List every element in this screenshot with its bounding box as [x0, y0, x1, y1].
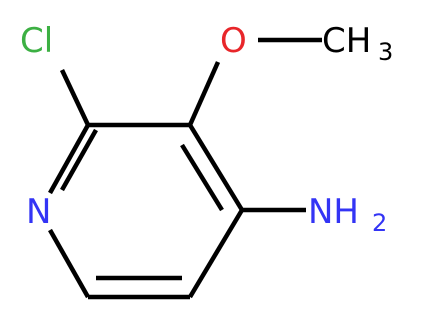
amine-subscript: 2 — [372, 209, 387, 237]
bond-c3-c4 — [188, 123, 244, 212]
chlorine-label: Cl — [20, 21, 53, 61]
bond-c2-cl — [59, 69, 91, 126]
oxygen-label: O — [220, 21, 247, 61]
bond-c3-o — [187, 61, 221, 126]
bond-n-c2 — [48, 123, 90, 195]
bond-c4-c5 — [188, 208, 244, 299]
methyl-label: CH — [322, 21, 371, 61]
bond-c6-n — [48, 228, 90, 299]
ring-nitrogen-label: N — [26, 192, 51, 232]
bond-c3-c4-inner — [180, 143, 224, 212]
bond-n-c2-inner — [60, 128, 98, 192]
bonds — [48, 37, 322, 300]
amine-label: NH — [308, 192, 359, 232]
methyl-subscript: 3 — [378, 38, 393, 66]
